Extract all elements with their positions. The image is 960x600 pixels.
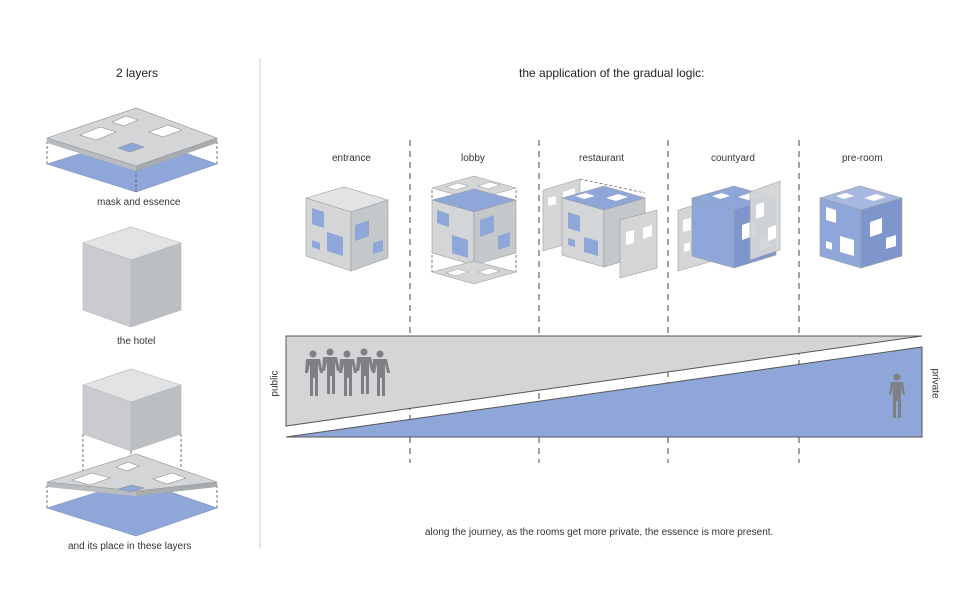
mask-plate-side-right xyxy=(136,138,217,171)
stage-label-restaurant: restaurant xyxy=(579,153,625,164)
single-person-figure xyxy=(889,373,905,418)
stage-label-entrance: entrance xyxy=(332,153,371,164)
person-figure xyxy=(305,350,323,396)
person-figure xyxy=(339,350,357,396)
cube-countyard xyxy=(677,180,781,272)
footer-caption: along the journey, as the rooms get more… xyxy=(425,527,774,538)
stage-label-countyard: countyard xyxy=(711,153,755,164)
caption-the-hotel: the hotel xyxy=(117,336,156,347)
crowd-figures xyxy=(305,348,390,396)
hotel-in-layers-diagram xyxy=(46,368,218,537)
hotel-cube xyxy=(82,226,182,328)
mask-plate-side-left xyxy=(47,138,136,171)
person-figure xyxy=(322,348,340,394)
person-figure xyxy=(372,350,390,396)
left-panel-title: 2 layers xyxy=(116,66,159,80)
mask-wedge xyxy=(285,335,923,427)
person-figure xyxy=(356,348,374,394)
cube-entrance xyxy=(304,186,390,272)
public-private-wedges xyxy=(285,335,923,438)
cube-lobby xyxy=(430,175,518,285)
cube-pre-room xyxy=(818,185,904,269)
stage-label-lobby: lobby xyxy=(461,153,485,164)
caption-place-in-layers: and its place in these layers xyxy=(68,541,192,552)
mask-and-essence-diagram xyxy=(46,107,218,193)
cube-restaurant xyxy=(542,178,658,279)
mask-plate xyxy=(46,107,218,167)
essence-wedge xyxy=(285,346,923,438)
stage-label-pre-room: pre-room xyxy=(842,153,883,164)
right-panel-title: the application of the gradual logic: xyxy=(519,66,705,80)
caption-mask-and-essence: mask and essence xyxy=(97,197,181,208)
